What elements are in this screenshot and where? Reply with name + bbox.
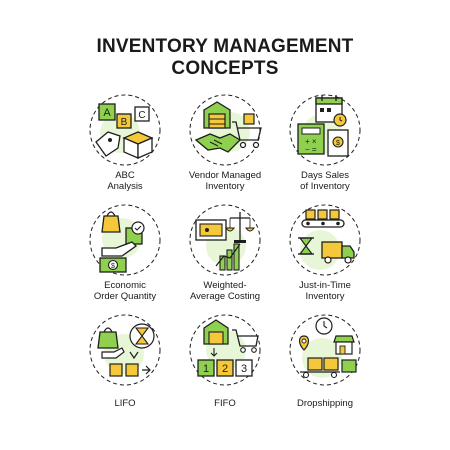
concept-label-line-1: Vendor Managed [188,170,262,181]
concept-just-in-time-inventory: Just-in-Time Inventory [260,198,390,318]
concept-label-line-2: Inventory [305,291,345,302]
concept-abc-analysis: A B C ABC Analysis [60,88,190,208]
svg-text:+ ×: + × [305,137,317,146]
concept-dropshipping: Dropshipping [260,308,390,428]
concept-label: LIFO [114,398,136,409]
abc-boxes-tag-icon: A B C [89,94,161,166]
concept-label-line-1: ABC [115,170,135,181]
fifo-number-1: 1 [203,363,209,375]
svg-text:− =: − = [305,145,317,154]
card-scales-chart-icon [189,204,261,276]
warehouse-cart-numbers-icon: 1 2 3 [189,314,261,386]
concept-label-line-2: Order Quantity [93,291,157,302]
concept-weighted-average-costing: Weighted- Average Costing [160,198,290,318]
clock-pin-store-delivery-icon [289,314,361,386]
concept-label-line-1: Economic [104,280,146,291]
page-title-line-2: CONCEPTS [171,58,279,79]
concept-label-line-1: Days Sales [300,170,350,181]
svg-text:C: C [138,110,145,121]
warehouse-handshake-cart-icon [189,94,262,166]
calendar-calculator-icon: + × − = $ [289,94,361,166]
fifo-number-2: 2 [222,363,228,375]
concept-label-line-2: Inventory [205,181,245,192]
fifo-number-3: 3 [241,363,247,375]
concept-label-line-1: Weighted- [203,280,247,291]
svg-text:B: B [121,117,128,128]
concept-lifo: LIFO [60,308,190,428]
page-title-line-1: INVENTORY MANAGEMENT [96,36,354,57]
concept-label-line-1: Just-in-Time [299,280,351,291]
bag-hourglass-boxes-icon [89,314,161,386]
concept-economic-order-quantity: $ Economic Order Quantity [60,198,190,318]
conveyor-hourglass-truck-icon [289,204,361,276]
concept-label: FIFO [214,398,236,409]
concept-vendor-managed-inventory: Vendor Managed Inventory [160,88,290,208]
bag-hand-money-icon: $ [89,204,161,276]
concept-label: Dropshipping [297,398,353,409]
concept-fifo: 1 2 3 FIFO [160,308,290,428]
concept-days-sales-of-inventory: + × − = $ Days Sales of Inventory [260,88,390,208]
svg-text:A: A [103,107,111,119]
concept-label-line-2: Average Costing [189,291,261,302]
concept-label-line-2: of Inventory [300,181,350,192]
svg-text:$: $ [111,263,115,270]
svg-text:$: $ [336,140,340,147]
concept-label-line-2: Analysis [107,181,143,192]
